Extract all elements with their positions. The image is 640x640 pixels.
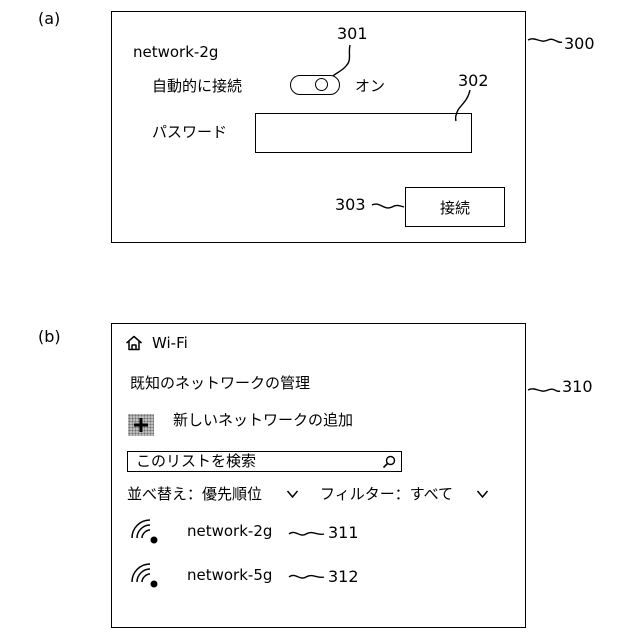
network-name: network-2g (187, 524, 272, 539)
ref-300: 300 (564, 36, 595, 52)
password-input[interactable] (255, 113, 472, 153)
ref-301: 301 (337, 26, 368, 42)
ref-312: 312 (328, 569, 359, 585)
ref-311: 311 (328, 525, 359, 541)
add-network-label[interactable]: 新しいネットワークの追加 (173, 413, 353, 428)
wifi-icon (128, 514, 164, 546)
sort-label: 並べ替え：優先順位 (127, 485, 262, 503)
connect-button[interactable]: 接続 (405, 187, 505, 227)
plus-icon (128, 414, 154, 436)
search-placeholder: このリストを検索 (136, 454, 256, 469)
leader-line-300 (528, 39, 562, 43)
ref-302: 302 (458, 73, 489, 89)
leader-line-310 (528, 389, 560, 392)
network-name: network-5g (187, 568, 272, 583)
list-item[interactable]: network-2g (125, 512, 405, 548)
chevron-down-icon[interactable] (476, 489, 489, 499)
auto-connect-label: 自動的に接続 (152, 79, 242, 94)
toggle-state: オン (355, 79, 385, 94)
panel-label-a: (a) (38, 11, 60, 27)
list-item[interactable]: network-5g (125, 556, 405, 592)
search-input[interactable]: このリストを検索 (127, 451, 402, 472)
auto-connect-toggle[interactable] (290, 75, 340, 95)
add-network-button[interactable] (128, 414, 154, 436)
password-label: パスワード (152, 125, 227, 140)
network-name: network-2g (133, 45, 218, 60)
search-icon[interactable] (382, 455, 396, 469)
sort-dropdown[interactable]: 並べ替え：優先順位 (127, 487, 262, 502)
chevron-down-icon[interactable] (286, 489, 299, 499)
wifi-icon (128, 558, 164, 590)
home-icon[interactable] (125, 335, 143, 351)
ref-303: 303 (335, 197, 366, 213)
filter-dropdown[interactable]: フィルター：すべて (320, 487, 453, 502)
page-title: Wi-Fi (152, 336, 188, 351)
panel-label-b: (b) (38, 329, 61, 345)
toggle-knob (315, 78, 328, 91)
manage-heading: 既知のネットワークの管理 (130, 376, 310, 391)
filter-label: フィルター：すべて (320, 485, 453, 503)
ref-310: 310 (562, 379, 593, 395)
